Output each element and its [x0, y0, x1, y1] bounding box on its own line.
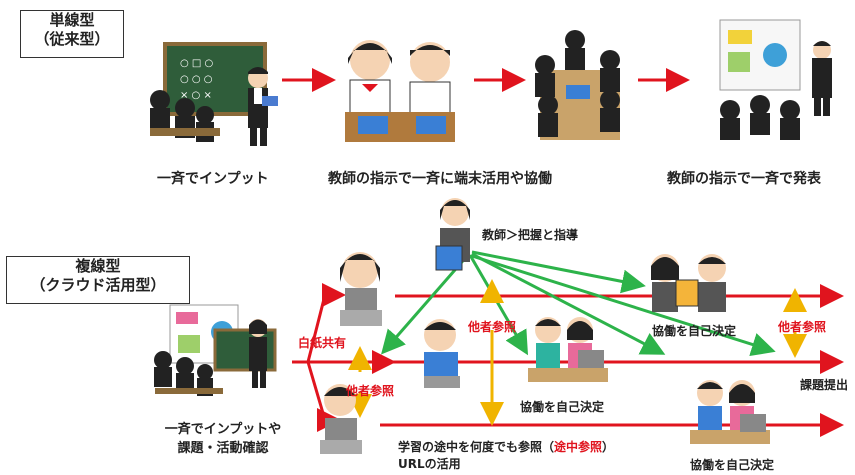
student-boy-laptop-illustration: [424, 319, 460, 388]
collab-caption-1: 協働を自己決定: [652, 324, 737, 338]
single-line-title: 単線型: [49, 11, 95, 29]
scene-group-work-illustration: [535, 30, 620, 140]
multi-line-title: 複線型: [75, 257, 121, 275]
peer-reference-arrows: [348, 279, 807, 426]
svg-text:○ □ ○: ○ □ ○: [180, 58, 213, 69]
step2-caption: 教師の指示で一斉に端末活用や協働: [328, 171, 552, 187]
multi-line-label: 複線型 （クラウド活用型）: [6, 256, 190, 304]
url-usage-caption: URLの活用: [398, 457, 461, 471]
midway-text-b: 途中参照: [554, 440, 603, 454]
midway-text-c: ）: [602, 440, 615, 454]
teacher-with-tablet-illustration: [435, 198, 470, 271]
classroom-board-illustration: [154, 304, 277, 396]
peer-reference-label-2: 他者参照: [468, 320, 517, 334]
input-caption: 一斉でインプットや 課題・活動確認: [148, 418, 298, 456]
blank-share-label: 白紙共有: [298, 336, 347, 350]
svg-text:× ○ ×: × ○ ×: [180, 90, 212, 101]
submit-caption: 課題提出: [800, 378, 849, 392]
student-boy-bottom-illustration: [320, 384, 362, 454]
peer-reference-label-1: 他者参照: [346, 384, 395, 398]
scene-tablet-students-illustration: [345, 40, 455, 142]
step3-caption: 教師の指示で一斉で発表: [667, 171, 821, 187]
student-girl-laptop-illustration: [340, 252, 382, 326]
teacher-caption: 教師＞把握と指導: [482, 228, 579, 242]
step1-caption: 一斉でインプット: [157, 171, 269, 187]
midway-text-a: 学習の途中を何度でも参照（: [398, 440, 555, 454]
collab-pair-top-illustration: [651, 254, 726, 312]
midway-reference-caption: 学習の途中を何度でも参照（途中参照）: [398, 438, 614, 455]
branch-arrow-up: [306, 283, 346, 363]
multi-line-subtitle: （クラウド活用型）: [30, 276, 166, 294]
collab-pair-bottom-illustration: [690, 380, 770, 444]
peer-reference-label-3: 他者参照: [778, 320, 827, 334]
collab-caption-2: 協働を自己決定: [520, 400, 605, 414]
svg-text:○ ○ ○: ○ ○ ○: [180, 74, 213, 85]
single-line-subtitle: （従来型）: [34, 30, 110, 48]
collab-pair-middle-illustration: [528, 317, 608, 382]
scene-lecture-illustration: ○ □ ○ ○ ○ ○ × ○ ×: [150, 42, 278, 146]
input-caption-line2: 課題・活動確認: [177, 441, 269, 456]
scene-presentation-illustration: [719, 19, 832, 140]
input-caption-line1: 一斉でインプットや: [164, 422, 282, 437]
single-line-label: 単線型 （従来型）: [20, 10, 124, 58]
collab-caption-3: 協働を自己決定: [690, 458, 775, 472]
